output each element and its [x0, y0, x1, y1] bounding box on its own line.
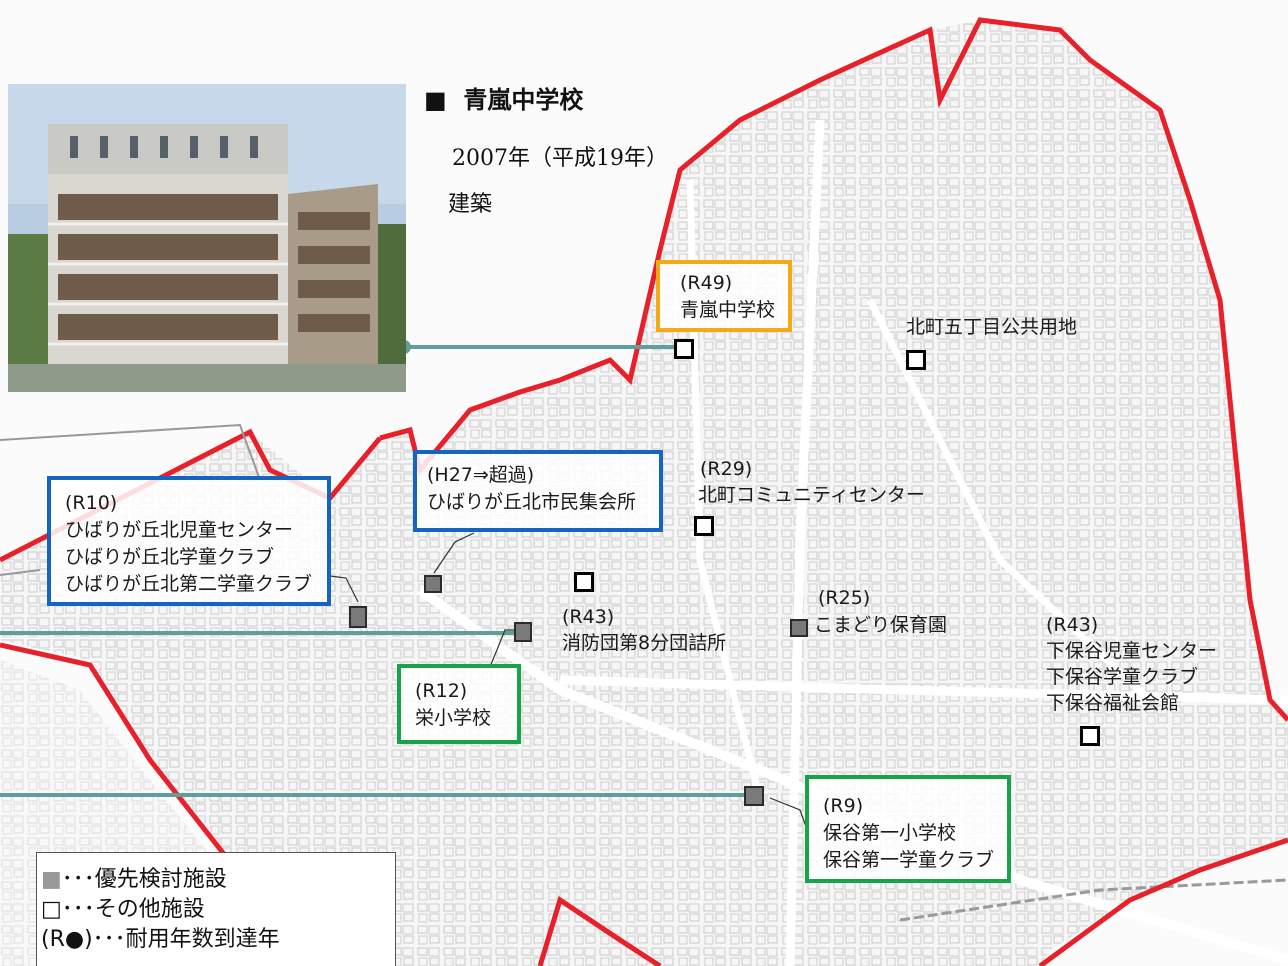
- facility-sakae-box[interactable]: (R12) 栄小学校: [397, 664, 521, 744]
- facility-komadori-year: (R25): [818, 587, 871, 609]
- facility-shimohoya-year: (R43): [1046, 614, 1099, 636]
- neighbor-boundary: [0, 423, 261, 576]
- facility-hoya1-name1: 保谷第一小学校: [823, 822, 957, 844]
- railway: [899, 878, 1288, 922]
- facility-seiran-marker[interactable]: [674, 339, 694, 359]
- facility-hibari-shimin-box[interactable]: (H27⇒超過) ひばりが丘北市民集会所: [413, 450, 663, 532]
- legend-other-text: ･･･その他施設: [61, 897, 205, 922]
- facility-shobodan-year: (R43): [562, 606, 615, 628]
- info-build-label: 建築: [448, 192, 493, 217]
- facility-sakae-name: 栄小学校: [415, 707, 492, 729]
- info-build-year: 2007年（平成19年）: [452, 146, 668, 171]
- road-horizontal: [559, 675, 1288, 705]
- road-vertical: [785, 119, 825, 966]
- facility-kitamachi5-name: 北町五丁目公共用地: [906, 316, 1078, 338]
- facility-kitamachi5-marker[interactable]: [906, 350, 926, 370]
- facility-kitamachi-comm-year: (R29): [700, 458, 753, 480]
- facility-hoya1-box[interactable]: (R9) 保谷第一小学校 保谷第一学童クラブ: [805, 775, 1011, 883]
- legend-priority-text: ･･･優先検討施設: [61, 867, 227, 892]
- legend: ■･･･優先検討施設 □･･･その他施設 (R●)･･･耐用年数到達年: [36, 852, 396, 966]
- facility-kitamachi-comm-marker[interactable]: [694, 516, 714, 536]
- facility-seiran-box[interactable]: (R49) 青嵐中学校: [656, 260, 792, 332]
- city-boundary-south: [537, 837, 1288, 966]
- facility-hoya1-marker[interactable]: [744, 786, 764, 806]
- facility-hibari-jido-year: (R10): [65, 492, 118, 514]
- legend-year-text: ･･･耐用年数到達年: [92, 927, 280, 952]
- facility-shimohoya-name1: 下保谷児童センター: [1046, 640, 1218, 662]
- facility-hibari-jido-name2: ひばりが丘北学童クラブ: [65, 546, 275, 568]
- legend-priority-symbol: ■: [41, 867, 62, 892]
- info-title: ■ 青嵐中学校: [424, 86, 584, 114]
- facility-komadori-marker[interactable]: [790, 619, 808, 637]
- leader-lines: [0, 345, 754, 797]
- facility-hibari-jido-box[interactable]: (R10) ひばりが丘北児童センター ひばりが丘北学童クラブ ひばりが丘北第二学…: [47, 476, 331, 606]
- legend-other: □･･･その他施設: [41, 895, 395, 925]
- legend-priority: ■･･･優先検討施設: [41, 865, 395, 895]
- facility-shobodan-marker[interactable]: [574, 572, 594, 592]
- facility-hibari-shimin-name: ひばりが丘北市民集会所: [427, 491, 637, 513]
- facility-komadori-name: こまどり保育園: [814, 614, 948, 636]
- facility-hoya1-name2: 保谷第一学童クラブ: [823, 849, 995, 871]
- facility-hibari-jido-marker[interactable]: [349, 606, 367, 628]
- facility-sakae-marker[interactable]: [514, 622, 532, 642]
- facility-kitamachi-comm-name: 北町コミュニティセンター: [698, 484, 925, 506]
- facility-shobodan-name: 消防団第8分団詰所: [562, 632, 727, 654]
- legend-other-symbol: □: [41, 897, 62, 922]
- facility-hibari-shimin-year: (H27⇒超過): [427, 464, 535, 486]
- city-boundary: [379, 17, 1288, 722]
- facility-hibari-shimin-marker[interactable]: [424, 575, 442, 593]
- city-boundary-west: [0, 428, 382, 563]
- facility-sakae-year: (R12): [415, 680, 468, 702]
- school-photo: [8, 84, 406, 392]
- road-diagonal: [417, 585, 1288, 965]
- facility-hoya1-year: (R9): [823, 795, 864, 817]
- facility-shimohoya-marker[interactable]: [1080, 726, 1100, 746]
- facility-hibari-jido-name1: ひばりが丘北児童センター: [65, 519, 294, 541]
- facility-shimohoya-name3: 下保谷福祉会館: [1046, 692, 1180, 714]
- legend-year-symbol: (R●): [41, 927, 93, 952]
- facility-seiran-name: 青嵐中学校: [680, 299, 776, 321]
- road-east: [866, 298, 1153, 703]
- facility-shimohoya-name2: 下保谷学童クラブ: [1046, 666, 1199, 688]
- legend-year: (R●)･･･耐用年数到達年: [41, 925, 395, 955]
- facility-hibari-jido-name3: ひばりが丘北第二学童クラブ: [65, 573, 313, 595]
- facility-seiran-year: (R49): [680, 272, 733, 294]
